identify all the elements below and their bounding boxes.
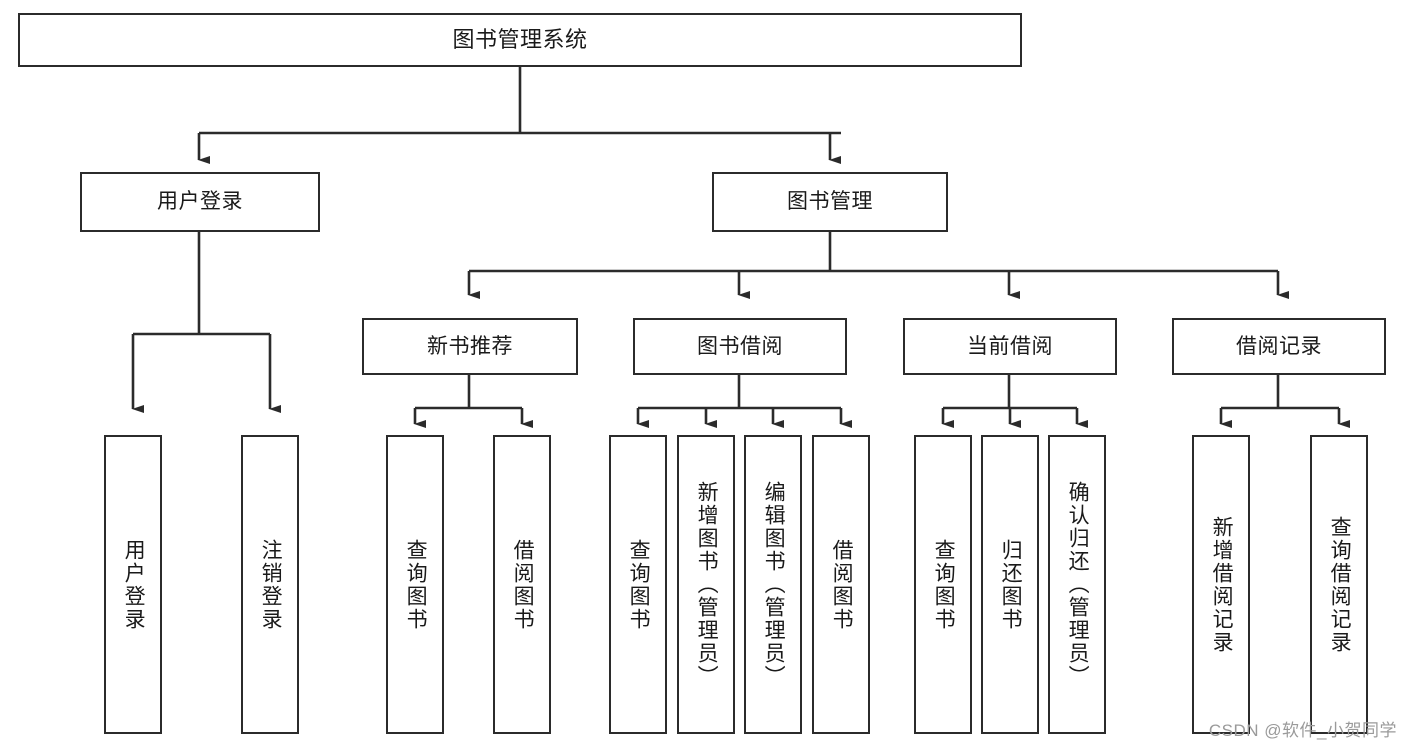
leaf-borrow-record-add-label: 新增借阅记录	[1210, 515, 1234, 654]
leaf-book-borrow-borrow-label: 借阅图书	[830, 538, 854, 631]
leaf-current-borrow-return-label: 归还图书	[999, 538, 1023, 631]
node-user-login[interactable]: 用户登录	[80, 172, 320, 232]
node-new-book-recommend[interactable]: 新书推荐	[362, 318, 578, 375]
leaf-current-borrow-confirm[interactable]: 确认归还（管理员）	[1048, 435, 1106, 734]
leaf-current-borrow-confirm-label: 确认归还（管理员）	[1066, 481, 1090, 688]
node-book-borrow[interactable]: 图书借阅	[633, 318, 847, 375]
leaf-user-login-signout[interactable]: 注销登录	[241, 435, 299, 734]
node-current-borrow[interactable]: 当前借阅	[903, 318, 1117, 375]
leaf-book-borrow-query-label: 查询图书	[627, 538, 651, 631]
leaf-user-login-signin[interactable]: 用户登录	[104, 435, 162, 734]
node-book-management-label: 图书管理	[787, 190, 873, 214]
leaf-new-book-query-label: 查询图书	[404, 538, 428, 631]
node-root-label: 图书管理系统	[452, 26, 588, 52]
node-borrow-record[interactable]: 借阅记录	[1172, 318, 1386, 375]
leaf-book-borrow-add-label: 新增图书（管理员）	[695, 481, 719, 688]
leaf-new-book-query[interactable]: 查询图书	[386, 435, 444, 734]
leaf-book-borrow-query[interactable]: 查询图书	[609, 435, 667, 734]
leaf-current-borrow-return[interactable]: 归还图书	[981, 435, 1039, 734]
leaf-user-login-signin-label: 用户登录	[122, 538, 146, 631]
node-root[interactable]: 图书管理系统	[18, 13, 1022, 67]
leaf-book-borrow-edit[interactable]: 编辑图书（管理员）	[744, 435, 802, 734]
csdn-watermark: CSDN @软件_小贺同学	[1208, 721, 1397, 740]
node-borrow-record-label: 借阅记录	[1236, 334, 1322, 358]
leaf-borrow-record-query-label: 查询借阅记录	[1328, 515, 1352, 654]
node-user-login-label: 用户登录	[157, 190, 243, 214]
node-new-book-recommend-label: 新书推荐	[427, 334, 513, 358]
leaf-book-borrow-add[interactable]: 新增图书（管理员）	[677, 435, 735, 734]
node-book-borrow-label: 图书借阅	[697, 334, 783, 358]
leaf-borrow-record-query[interactable]: 查询借阅记录	[1310, 435, 1368, 734]
leaf-new-book-borrow[interactable]: 借阅图书	[493, 435, 551, 734]
leaf-book-borrow-edit-label: 编辑图书（管理员）	[762, 481, 786, 688]
node-current-borrow-label: 当前借阅	[967, 334, 1053, 358]
node-book-management[interactable]: 图书管理	[712, 172, 948, 232]
leaf-current-borrow-query[interactable]: 查询图书	[914, 435, 972, 734]
leaf-current-borrow-query-label: 查询图书	[932, 538, 956, 631]
leaf-user-login-signout-label: 注销登录	[259, 538, 283, 631]
leaf-borrow-record-add[interactable]: 新增借阅记录	[1192, 435, 1250, 734]
leaf-book-borrow-borrow[interactable]: 借阅图书	[812, 435, 870, 734]
leaf-new-book-borrow-label: 借阅图书	[511, 538, 535, 631]
